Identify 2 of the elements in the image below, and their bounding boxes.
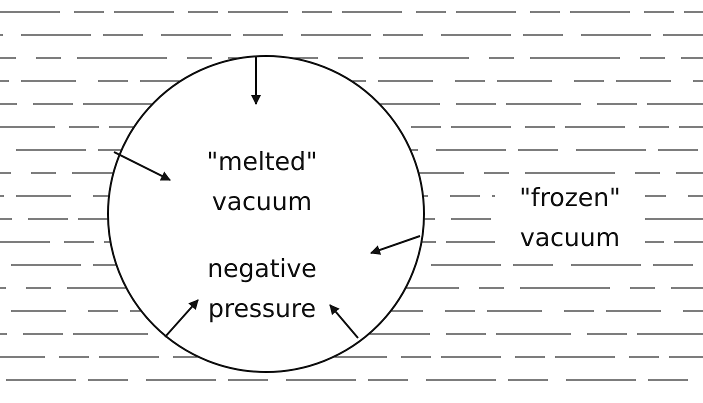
region-label: "melted" vacuum — [206, 146, 318, 218]
pressure-label: negative pressure — [206, 253, 318, 325]
